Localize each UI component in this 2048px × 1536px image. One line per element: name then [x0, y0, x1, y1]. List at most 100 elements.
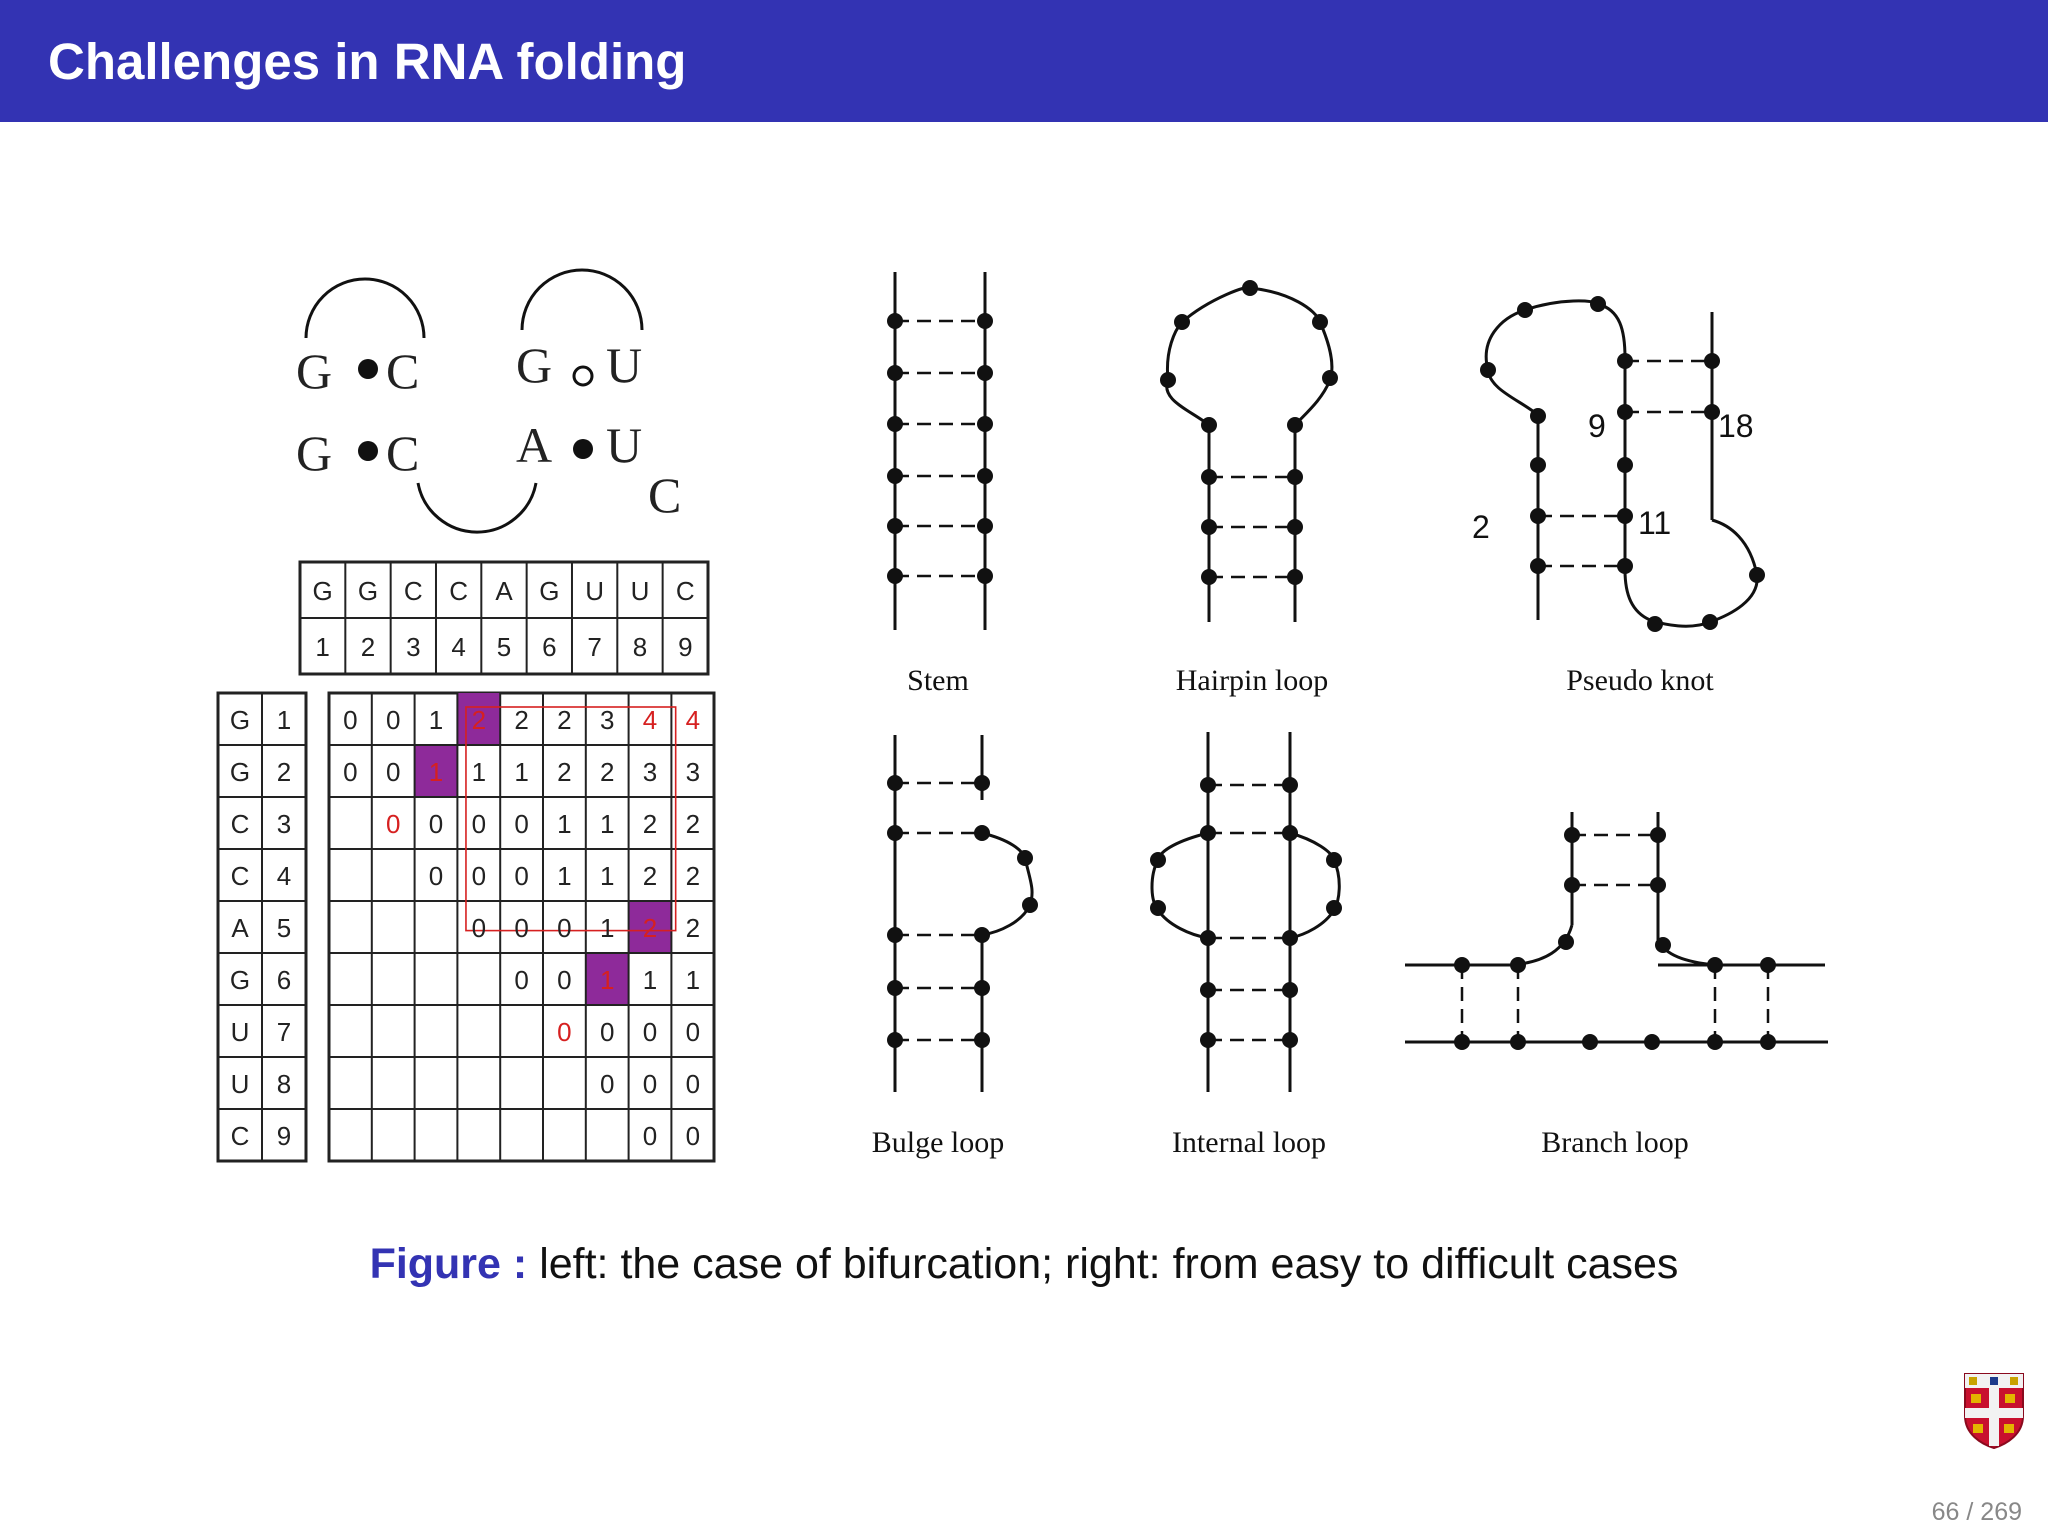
seq-letter: A [495, 576, 513, 606]
matrix-cell: 2 [686, 913, 700, 943]
matrix-cell: 0 [686, 1069, 700, 1099]
figure-caption: Figure : left: the case of bifurcation; … [0, 1240, 2048, 1289]
pair-rb-b: U [606, 417, 642, 473]
matrix-cell: 0 [472, 809, 486, 839]
row-index: 6 [277, 965, 291, 995]
row-index: 7 [277, 1017, 291, 1047]
label-branch: Branch loop [1541, 1126, 1688, 1159]
matrix-cell: 2 [686, 809, 700, 839]
row-index: 9 [277, 1121, 291, 1151]
row-letter: G [230, 757, 250, 787]
matrix-cell: 2 [643, 861, 657, 891]
pair-lt-dot [358, 359, 378, 379]
pseudo-num-2: 2 [1472, 509, 1490, 545]
row-letter: G [230, 965, 250, 995]
pair-rb-dot [573, 439, 593, 459]
matrix-cell: 0 [643, 1121, 657, 1151]
matrix-cell: 0 [686, 1121, 700, 1151]
pair-rt-b: U [606, 337, 642, 393]
row-index: 1 [277, 705, 291, 735]
seq-index: 9 [678, 632, 692, 662]
row-index: 8 [277, 1069, 291, 1099]
seq-letter: G [313, 576, 333, 606]
highlight-cell [414, 745, 458, 797]
matrix-cell: 0 [343, 705, 357, 735]
label-hairpin: Hairpin loop [1176, 664, 1328, 697]
matrix-cell: 0 [686, 1017, 700, 1047]
matrix-cell: 1 [429, 705, 443, 735]
label-pseudoknot: Pseudo knot [1566, 664, 1714, 697]
seq-index: 5 [497, 632, 511, 662]
matrix-cell: 2 [600, 757, 614, 787]
seq-index: 1 [315, 632, 329, 662]
matrix-cell: 0 [514, 809, 528, 839]
structure-branch: Branch loop [1405, 812, 1828, 1159]
matrix-cell: 1 [600, 965, 614, 995]
row-letter: G [230, 705, 250, 735]
matrix-cell: 0 [386, 757, 400, 787]
pair-extra: C [648, 467, 681, 523]
matrix-cell: 2 [686, 861, 700, 891]
matrix-cell: 1 [514, 757, 528, 787]
structure-internal: Internal loop [1150, 732, 1342, 1159]
pair-lb-dot [358, 441, 378, 461]
matrix-cell: 0 [643, 1069, 657, 1099]
pair-rb-a: A [516, 417, 552, 473]
matrix-cell: 0 [643, 1017, 657, 1047]
seq-index: 3 [406, 632, 420, 662]
matrix-cell: 0 [514, 861, 528, 891]
matrix-cell: 0 [429, 809, 443, 839]
matrix-cell: 0 [343, 757, 357, 787]
caption-text: left: the case of bifurcation; right: fr… [539, 1240, 1679, 1288]
matrix-cell: 1 [472, 757, 486, 787]
pseudo-num-18: 18 [1718, 408, 1754, 444]
structure-pseudoknot: 9 18 2 11 Pseudo knot [1472, 296, 1765, 697]
bifurcation-box [465, 706, 677, 932]
row-index: 4 [277, 861, 291, 891]
left-top-arc [304, 277, 426, 339]
matrix-cell: 0 [557, 913, 571, 943]
seq-letter: U [631, 576, 650, 606]
row-index: 5 [277, 913, 291, 943]
label-internal: Internal loop [1172, 1126, 1326, 1159]
seq-letter: U [585, 576, 604, 606]
highlight-cell [628, 901, 672, 953]
matrix-cell: 1 [600, 861, 614, 891]
highlight-cell [457, 693, 501, 745]
slide-title: Challenges in RNA folding [48, 33, 687, 90]
matrix-cell: 0 [386, 809, 400, 839]
bottom-arc [416, 482, 538, 534]
matrix-cell: 1 [557, 861, 571, 891]
title-bar: Challenges in RNA folding [0, 0, 2048, 122]
matrix-cell: 3 [600, 705, 614, 735]
seq-letter: C [676, 576, 695, 606]
highlight-cell [585, 953, 629, 1005]
matrix-cell: 2 [557, 757, 571, 787]
page-number: 66 / 269 [1931, 1498, 2022, 1526]
matrix-cell: 0 [600, 1069, 614, 1099]
matrix-cell: 1 [557, 809, 571, 839]
row-letter: C [231, 1121, 250, 1151]
pair-notation: G C G C G U A U C [296, 268, 681, 534]
matrix-cell: 0 [557, 965, 571, 995]
seq-index: 8 [633, 632, 647, 662]
matrix-cell: 0 [514, 965, 528, 995]
matrix-cell: 0 [472, 913, 486, 943]
matrix-cell: 2 [472, 705, 486, 735]
matrix-cell: 1 [600, 913, 614, 943]
matrix-cell: 1 [643, 965, 657, 995]
pseudo-num-11: 11 [1638, 505, 1671, 541]
matrix-cell: 1 [686, 965, 700, 995]
label-stem: Stem [907, 664, 969, 697]
seq-letter: C [404, 576, 423, 606]
seq-index: 6 [542, 632, 556, 662]
matrix-cell: 2 [557, 705, 571, 735]
pair-lt-b: C [386, 343, 419, 399]
pair-lb-b: C [386, 425, 419, 481]
matrix-cell: 2 [514, 705, 528, 735]
matrix-cell: 0 [600, 1017, 614, 1047]
